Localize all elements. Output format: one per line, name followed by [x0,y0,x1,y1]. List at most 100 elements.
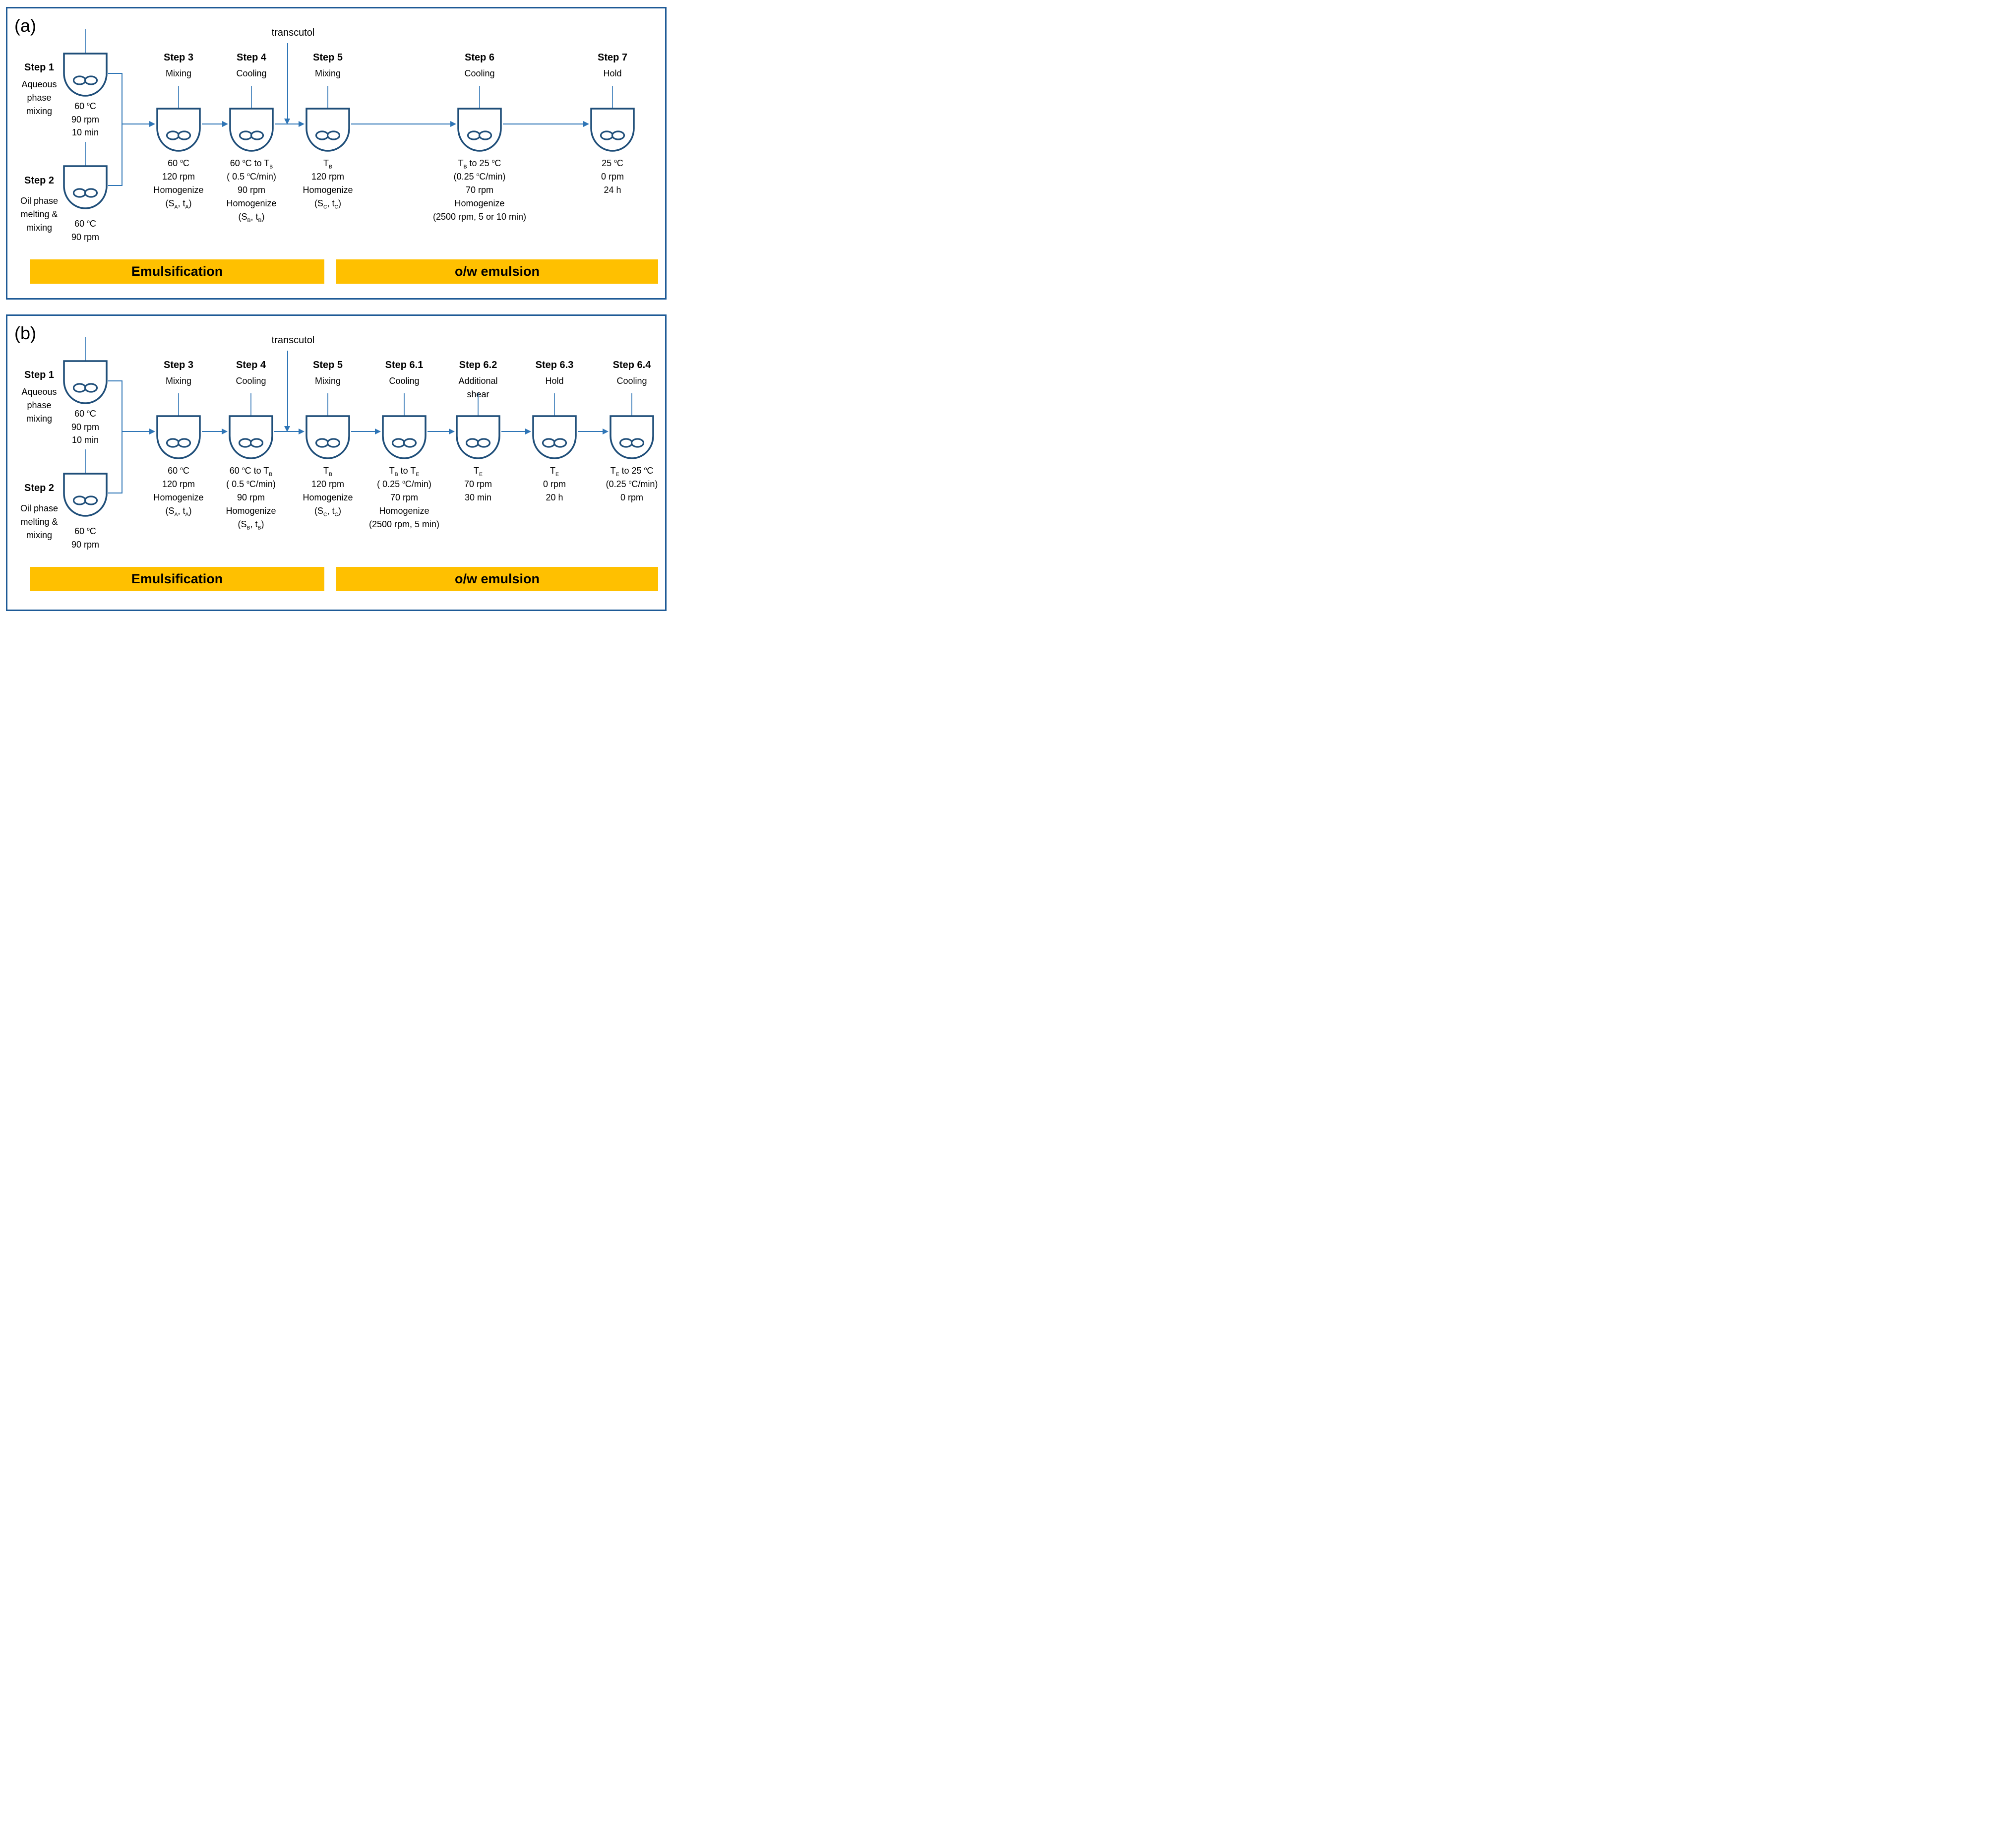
mixing-vessel-icon [532,393,577,459]
stage-bar-label: Emulsification [131,264,223,279]
flow-line [351,431,375,432]
process-parameter: 60 oC to TB [229,466,273,478]
step-title: Step 4 [236,360,266,370]
impeller-icon [611,130,625,140]
process-parameter: TE [550,466,559,478]
process-parameter: (SA, tA) [165,506,192,518]
step-subtitle: Cooling [389,376,420,386]
impeller-icon [619,438,633,448]
step-subtitle: Hold [545,376,564,386]
flow-line [202,123,222,124]
flow-line [274,431,299,432]
impeller-icon [465,438,480,448]
mixing-vessel-icon [456,393,500,459]
impeller-icon [72,188,87,198]
process-parameter: 20 h [546,493,563,502]
vessel-outline-icon [63,473,108,517]
impeller-icon [391,438,406,448]
process-parameter: Homogenize [303,493,353,502]
flow-line [501,431,525,432]
vessel-outline-icon [305,415,350,459]
process-parameter: ( 0.5 oC/min) [226,479,276,489]
step-subtitle: Mixing [314,68,341,78]
process-parameter: TB [323,158,332,170]
process-parameter: Homogenize [226,198,277,208]
process-parameter: Homogenize [153,493,204,502]
stage-bar: Emulsification [30,259,324,284]
flow-line [108,73,122,74]
process-parameter: 10 min [71,435,99,445]
step-subtitle: Hold [603,68,622,78]
impeller-icon [72,495,87,505]
transcutol-arrowhead-icon [284,426,290,432]
impeller-icon [249,438,264,448]
process-parameter: Homogenize [379,506,429,516]
step-subtitle: Cooling [616,376,647,386]
process-parameter: (0.25 oC/min) [606,479,658,489]
feeder-step-description: Oil phase [20,503,59,513]
step-subtitle: Mixing [314,376,341,386]
impeller-icon [315,438,329,448]
process-parameter: 90 rpm [71,232,100,242]
transcutol-label: transcutol [271,335,315,346]
impeller-icon [84,495,98,505]
transcutol-arrow-icon [287,351,288,426]
step-title: Step 6.2 [459,360,497,370]
vessel-outline-icon [229,415,273,459]
impeller-icon [239,130,253,140]
flow-arrowhead-icon [375,429,381,434]
process-parameter: 90 rpm [71,114,100,124]
process-parameter: 24 h [604,185,621,195]
feeder-step-title: Step 1 [24,62,55,73]
mixing-vessel-icon [457,86,502,152]
process-parameter: 70 rpm [390,493,419,502]
process-parameter: 25 oC [602,158,623,168]
impeller-icon [326,130,341,140]
step-title: Step 3 [163,52,194,63]
stage-bar-label: o/w emulsion [454,571,540,586]
impeller-icon [166,130,180,140]
mixing-vessel-icon [610,393,654,459]
process-parameter: (2500 rpm, 5 or 10 min) [432,212,527,222]
process-parameter: 120 rpm [162,479,195,489]
mixing-vessel-icon [590,86,635,152]
step-title: Step 5 [312,360,343,370]
feeder-step-description: melting & [20,209,58,219]
vessel-outline-icon [532,415,577,459]
stage-bar: o/w emulsion [336,259,658,284]
flow-line [122,431,149,432]
impeller-icon [630,438,645,448]
flow-arrowhead-icon [222,121,228,127]
mixing-vessel-icon [63,337,108,404]
process-parameter: (SC, tC) [314,506,342,518]
step-title: Step 3 [163,360,194,370]
process-parameter: 60 oC [74,526,96,536]
stage-bar-label: o/w emulsion [454,264,540,279]
flow-arrowhead-icon [583,121,589,127]
process-parameter: TE [474,466,483,478]
step-subtitle: Mixing [165,68,191,78]
flow-arrowhead-icon [449,429,455,434]
process-parameter: 0 rpm [543,479,566,489]
process-parameter: TB [323,466,332,478]
flow-arrowhead-icon [450,121,456,127]
flow-arrowhead-icon [149,429,155,434]
process-parameter: ( 0.25 oC/min) [377,479,431,489]
impeller-icon [600,130,614,140]
impeller-icon [177,130,191,140]
impeller-icon [177,438,191,448]
step-title: Step 6.3 [535,360,574,370]
vessel-outline-icon [590,108,635,152]
step-title: Step 5 [312,52,343,63]
feeder-step-title: Step 2 [24,175,55,186]
process-parameter: 60 oC [168,158,189,168]
impeller-icon [403,438,417,448]
vessel-outline-icon [305,108,350,152]
mixing-vessel-icon [63,29,108,97]
impeller-icon [166,438,180,448]
impeller-icon [553,438,567,448]
feeder-step-description: phase [27,400,52,410]
flow-arrowhead-icon [299,121,305,127]
vessel-outline-icon [457,108,502,152]
